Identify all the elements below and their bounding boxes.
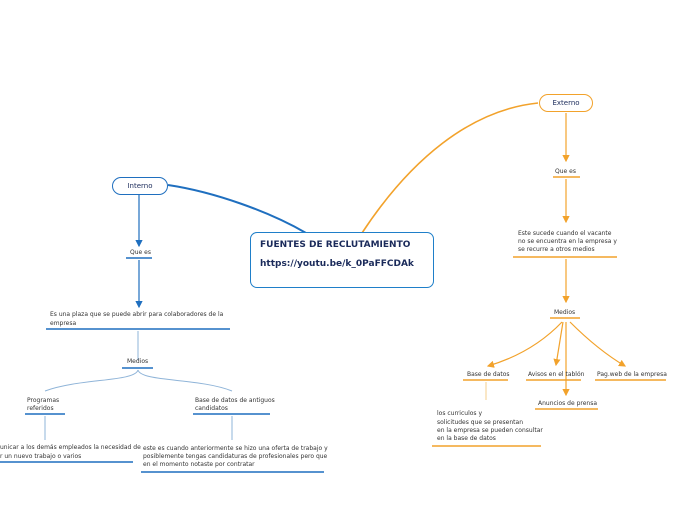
externo-base-desc-line-2: solicitudes que se presentan [437,419,524,426]
externo-base: Base de datos [467,371,510,378]
externo-definition-line-3: se recurre a otros medios [518,246,595,253]
interno-programas-desc-line-2: r un nuevo trabajo o varios [0,453,82,460]
interno-base-desc-line-1: este es cuando anteriormente se hizo una… [143,445,328,452]
interno-base-desc-line-3: en el momento notaste por contratar [143,461,255,468]
interno-base-line-1: Base de datos de antiguos [195,397,275,404]
interno-que-es[interactable]: Que es [130,249,151,256]
externo-medios[interactable]: Medios [554,309,576,316]
interno-definition-line-2: empresa [50,320,77,327]
interno-base-desc-line-2: posiblemente tengas candidaturas de prof… [143,453,328,460]
externo-base-desc-line-4: en la base de datos [437,435,496,442]
interno-programas-line-1: Programas [27,397,60,404]
externo-que-es[interactable]: Que es [555,168,576,175]
root-to-interno-connector [167,184,307,234]
interno-node[interactable]: Interno [112,177,168,195]
interno-medios[interactable]: Medios [127,358,149,365]
interno-definition-line-1: Es una plaza que se puede abrir para col… [50,311,224,318]
externo-node[interactable]: Externo [539,94,593,112]
externo-pag-web: Pag.web de la empresa [597,371,667,378]
root-to-externo-connector [361,102,539,234]
externo-base-desc-line-1: los curriculos y [437,410,482,417]
interno-programas-desc-line-1: unicar a los demás empleados la necesida… [0,444,141,451]
interno-programas-line-2: referidos [27,405,54,412]
root-link[interactable]: https://youtu.be/k_0PaFFCDAk [260,259,414,269]
externo-definition-line-1: Este sucede cuando el vacante [518,230,612,237]
externo-avisos: Avisos en el tablón [528,371,585,378]
root-node[interactable]: FUENTES DE RECLUTAMIENTO https://youtu.b… [250,232,434,288]
externo-base-desc-line-3: en la empresa se pueden consultar [437,427,543,434]
externo-definition-line-2: no se encuentra en la empresa y [518,238,617,245]
interno-base-line-2: candidatos [195,405,228,412]
root-title: FUENTES DE RECLUTAMIENTO [260,240,411,250]
externo-anuncios: Anuncios de prensa [538,400,598,407]
